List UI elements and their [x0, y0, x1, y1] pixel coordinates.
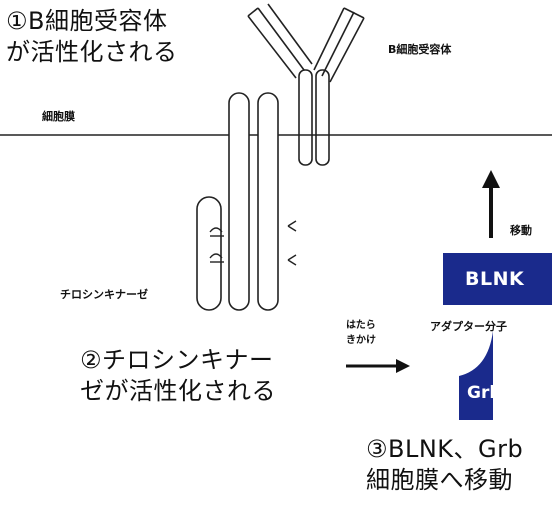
grb2-label: Grb2 — [467, 383, 514, 403]
step1-line2: が活性化される — [6, 38, 178, 66]
blnk-box: BLNK — [443, 253, 552, 305]
trigger-arrow — [346, 359, 410, 373]
grb2-shape — [459, 331, 493, 420]
membrane-label: 細胞膜 — [42, 110, 75, 123]
phospho-sites — [209, 220, 297, 266]
adapter-label: アダプター分子 — [430, 320, 507, 333]
step2-line2: ゼが活性化される — [80, 377, 276, 405]
step2-title: ②チロシンキナー ゼが活性化される — [80, 345, 276, 407]
step3-line2: 細胞膜へ移動 — [366, 466, 513, 494]
move-label: 移動 — [510, 224, 532, 237]
transmembrane-tubes — [228, 92, 279, 311]
b-cell-receptor — [247, 3, 365, 166]
step3-title: ③BLNK、Grb 細胞膜へ移動 — [366, 434, 523, 496]
tyrosine-kinase-label: チロシンキナーゼ — [60, 288, 148, 301]
step2-line1: ②チロシンキナー — [80, 346, 274, 374]
receptor-label: B細胞受容体 — [388, 43, 452, 56]
trigger-label: はたら きかけ — [346, 318, 376, 348]
move-arrow — [482, 170, 500, 238]
trigger-line2: きかけ — [346, 335, 376, 346]
trigger-line1: はたら — [346, 320, 376, 331]
step1-title: ①B細胞受容体 が活性化される — [6, 6, 178, 68]
step3-line1: ③BLNK、Grb — [366, 435, 524, 463]
step1-line1: ①B細胞受容体 — [6, 7, 168, 35]
tyrosine-kinase-capsule — [196, 196, 222, 311]
